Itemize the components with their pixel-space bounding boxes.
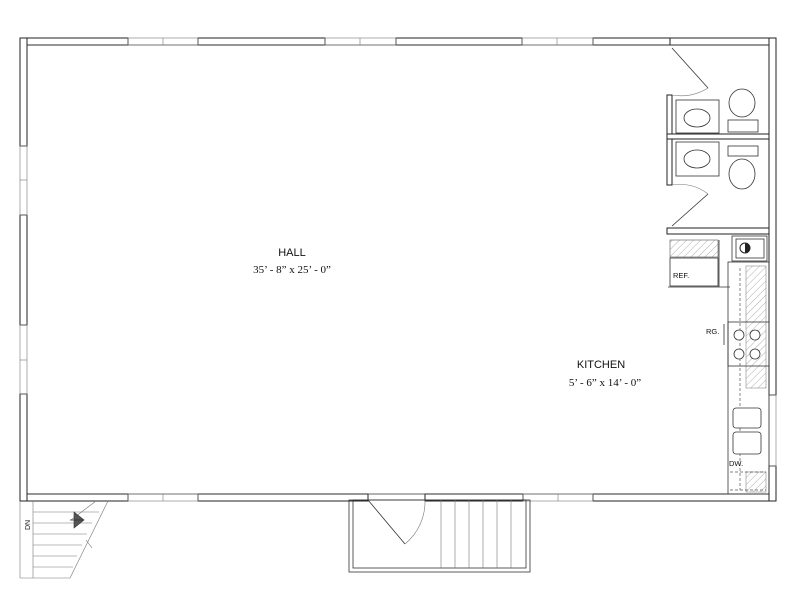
hall-dimensions: 35’ - 8” x 25’ - 0”: [253, 264, 331, 276]
exterior-walls: [19, 37, 777, 502]
toilet-lower: [727, 145, 759, 190]
kitchen-sink: [732, 407, 762, 455]
lavatory-upper: [675, 99, 720, 134]
range-label: RG.: [706, 327, 719, 336]
refrigerator: REF.: [669, 239, 719, 287]
hall-name: HALL: [278, 247, 306, 259]
restrooms: [666, 47, 770, 235]
dishwasher-label: DW.: [729, 459, 743, 468]
refrigerator-label: REF.: [673, 271, 689, 280]
toilet-upper: [727, 88, 759, 133]
kitchen-name: KITCHEN: [577, 359, 625, 371]
exterior-stair: DN: [19, 500, 109, 579]
windows: [19, 37, 777, 502]
range: RG.: [706, 321, 770, 367]
kitchen-area: REF. RG. DW.: [668, 235, 770, 495]
entry-door: [367, 499, 426, 545]
dishwasher: DW.: [729, 459, 767, 493]
stair-direction-label: DN: [25, 520, 32, 530]
porch-steps: [348, 499, 531, 573]
lavatory-lower: [675, 141, 720, 177]
kitchen-dimensions: 5’ - 6” x 14’ - 0”: [569, 377, 641, 389]
